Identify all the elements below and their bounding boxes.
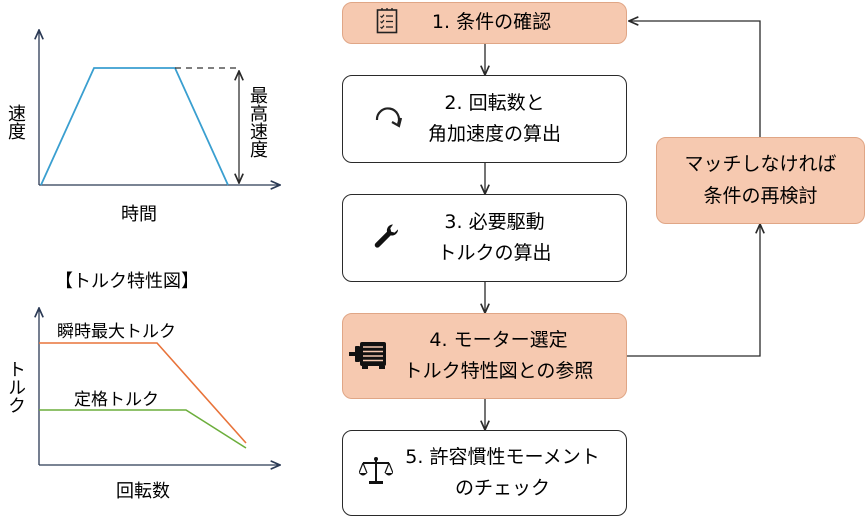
recheck-loop-box: マッチしなければ 条件の再検討 [656,137,865,224]
feedback-loop-to-step1 [629,21,761,137]
speed-chart-y-label: 速度 [5,104,26,140]
torque-chart-title: 【トルク特性図】 [55,271,199,292]
speed-profile-line [40,67,229,186]
step-4-box: 4. モーター選定 トルク特性図との参照 [342,313,627,399]
step-5-label: 5. 許容慣性モーメント のチェック [405,445,600,499]
motor-icon [349,339,391,373]
step-4-label: 4. モーター選定 トルク特性図との参照 [403,328,594,382]
rated-torque-line [39,409,247,449]
balance-scale-icon [358,456,394,490]
rotate-arrow-icon [373,102,405,136]
torque-chart-y-label: トルク [5,360,26,414]
peak-torque-label: 瞬時最大トルク [57,322,176,342]
flow-connectors [485,21,760,430]
speed-chart-x-label: 時間 [121,204,157,225]
peak-torque-line [39,342,247,444]
torque-chart-x-label: 回転数 [116,481,170,502]
step-1-label: 1. 条件の確認 [431,11,552,34]
recheck-loop-label: マッチしなければ 条件の再検討 [684,153,837,207]
step-5-box: 5. 許容慣性モーメント のチェック [342,430,627,516]
rated-torque-label: 定格トルク [74,390,159,410]
wrench-icon [373,222,401,254]
speed-chart [39,30,280,185]
step-2-box: 2. 回転数と 角加速度の算出 [342,75,627,163]
max-speed-label: 最高速度 [247,86,268,158]
step-3-box: 3. 必要駆動 トルクの算出 [342,194,627,282]
step-1-box: 1. 条件の確認 [342,2,627,44]
checklist-icon [376,8,398,38]
feedback-step4-to-loop [627,224,760,357]
step-2-label: 2. 回転数と 角加速度の算出 [427,91,561,145]
torque-chart [39,308,280,465]
step-3-label: 3. 必要駆動 トルクの算出 [437,210,552,264]
